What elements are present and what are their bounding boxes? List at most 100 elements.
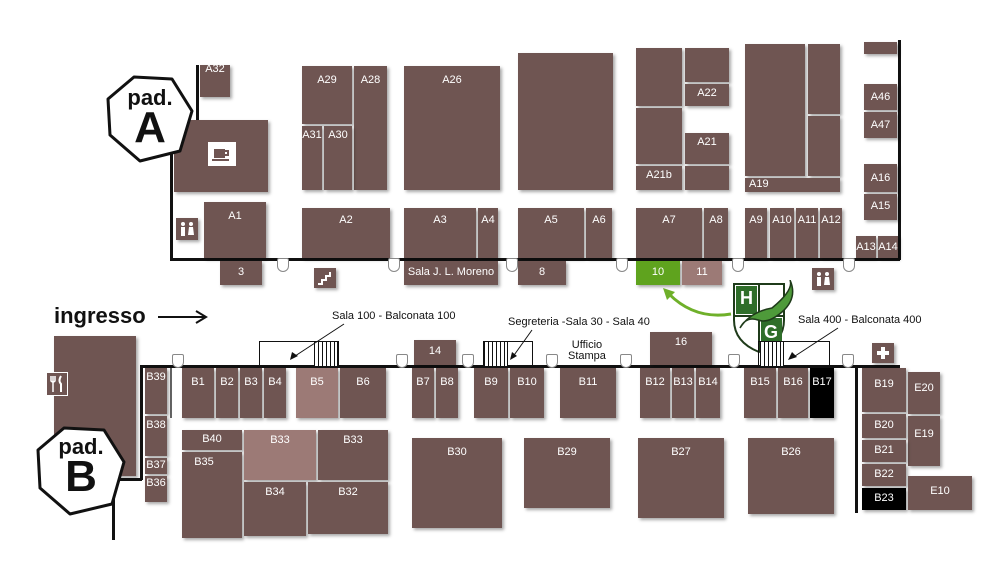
- stand-b36[interactable]: B36: [145, 476, 167, 502]
- stand-a3[interactable]: A3: [404, 208, 476, 258]
- stand-8[interactable]: 8: [518, 261, 566, 285]
- stand-b29[interactable]: B29: [524, 438, 610, 508]
- stand-b3[interactable]: B3: [240, 368, 262, 418]
- stand-b37[interactable]: B37: [145, 458, 167, 474]
- stand-b9[interactable]: B9: [474, 368, 508, 418]
- stand-b35[interactable]: B35: [182, 452, 242, 538]
- restaurant-icon: [46, 372, 68, 396]
- stand-a29[interactable]: A29: [302, 66, 352, 124]
- stand-b6[interactable]: B6: [340, 368, 386, 418]
- stand-e19[interactable]: E19: [908, 416, 940, 466]
- door-icon: [843, 258, 855, 272]
- stand-b33-left[interactable]: B33: [244, 430, 316, 480]
- stand-b34[interactable]: B34: [244, 482, 306, 536]
- stand-a19-upper[interactable]: [745, 44, 805, 176]
- stand-a31[interactable]: A31: [302, 126, 322, 190]
- stand-a14[interactable]: A14: [878, 236, 898, 258]
- stand-a19-upper-right[interactable]: [808, 44, 840, 114]
- stand-b10[interactable]: B10: [510, 368, 544, 418]
- door-icon: [728, 354, 740, 368]
- sala-400-label: Sala 400 - Balconata 400: [798, 314, 922, 326]
- sala-moreno[interactable]: Sala J. L. Moreno: [404, 261, 498, 285]
- stand-b33-right[interactable]: B33: [318, 430, 388, 480]
- stand-a21[interactable]: A21: [685, 133, 729, 164]
- stand-a21b[interactable]: A21b: [636, 166, 682, 190]
- door-icon: [620, 354, 632, 368]
- stand-a4[interactable]: A4: [478, 208, 498, 258]
- pad-b-letter: B: [65, 452, 97, 501]
- stand-b11[interactable]: B11: [560, 368, 616, 418]
- stand-a5[interactable]: A5: [518, 208, 584, 258]
- stand-a-block-2[interactable]: [685, 48, 729, 82]
- door-icon: [388, 258, 400, 272]
- stand-a8[interactable]: A8: [704, 208, 728, 258]
- stand-a22[interactable]: A22: [685, 84, 729, 106]
- stand-b40[interactable]: B40: [182, 430, 242, 450]
- stand-a1[interactable]: A1: [204, 202, 266, 258]
- stand-a-top-right[interactable]: [864, 42, 897, 54]
- stand-b26[interactable]: B26: [748, 438, 834, 514]
- stand-a16[interactable]: A16: [864, 164, 897, 192]
- stand-b32[interactable]: B32: [308, 482, 388, 534]
- stand-b22[interactable]: B22: [862, 464, 906, 486]
- stand-a-block-large[interactable]: [636, 48, 682, 106]
- stand-a32[interactable]: A32: [200, 63, 230, 97]
- stand-b38[interactable]: B38: [145, 416, 167, 456]
- segreteria-outline: [483, 341, 533, 366]
- stand-b39[interactable]: B39: [145, 368, 167, 414]
- stand-a30[interactable]: A30: [324, 126, 352, 190]
- stand-a-block-3[interactable]: [636, 108, 682, 164]
- logo-letter-g: G: [764, 322, 779, 342]
- stand-a15[interactable]: A15: [864, 194, 897, 220]
- stand-10[interactable]: 10: [636, 261, 680, 285]
- stand-a12[interactable]: A12: [820, 208, 842, 258]
- stand-a26[interactable]: A26: [404, 66, 500, 190]
- stand-b19[interactable]: B19: [862, 368, 906, 412]
- pad-b-wall-left: [140, 365, 143, 480]
- pad-b-label: pad.: [58, 434, 104, 459]
- stand-a13[interactable]: A13: [856, 236, 876, 258]
- stand-b21[interactable]: B21: [862, 440, 906, 462]
- stand-b30[interactable]: B30: [412, 438, 502, 528]
- stand-a6[interactable]: A6: [586, 208, 612, 258]
- stand-a-block-4[interactable]: [685, 166, 729, 190]
- stand-b5[interactable]: B5: [296, 368, 338, 418]
- stand-b12[interactable]: B12: [640, 368, 670, 418]
- stand-16[interactable]: 16: [650, 332, 712, 365]
- pointer-line: [290, 323, 345, 360]
- stand-b1[interactable]: B1: [182, 368, 214, 418]
- stand-b2[interactable]: B2: [216, 368, 238, 418]
- stand-a19[interactable]: A19: [745, 178, 840, 192]
- stand-b16[interactable]: B16: [778, 368, 808, 418]
- stand-a7[interactable]: A7: [636, 208, 702, 258]
- stand-a11[interactable]: A11: [796, 208, 818, 258]
- stand-14[interactable]: 14: [414, 340, 456, 365]
- stand-b17[interactable]: B17: [810, 368, 834, 418]
- stand-e10[interactable]: E10: [908, 476, 972, 510]
- stand-a47[interactable]: A47: [864, 112, 897, 138]
- stand-11[interactable]: 11: [682, 261, 722, 285]
- stairs-icon: [484, 341, 508, 367]
- stand-b15[interactable]: B15: [744, 368, 776, 418]
- stand-b20[interactable]: B20: [862, 414, 906, 438]
- stand-b27[interactable]: B27: [638, 438, 724, 518]
- sala-100-outline: [259, 341, 339, 366]
- stand-e20[interactable]: E20: [908, 372, 940, 414]
- ingresso-label: ingresso: [54, 303, 146, 328]
- stand-b4[interactable]: B4: [264, 368, 286, 418]
- stand-a46[interactable]: A46: [864, 84, 897, 110]
- stand-b8[interactable]: B8: [436, 368, 458, 418]
- stand-a19-mid[interactable]: [808, 116, 840, 176]
- stand-b13[interactable]: B13: [672, 368, 694, 418]
- stand-b23[interactable]: B23: [862, 488, 906, 510]
- stand-b14[interactable]: B14: [696, 368, 720, 418]
- stand-a2[interactable]: A2: [302, 208, 390, 258]
- stand-block-a-center[interactable]: [518, 53, 613, 190]
- stand-3[interactable]: 3: [220, 261, 262, 285]
- stand-a28[interactable]: A28: [354, 66, 387, 190]
- stand-a9[interactable]: A9: [745, 208, 767, 258]
- pad-a-wall-right: [898, 40, 901, 260]
- pad-b-wall-top: [140, 365, 900, 368]
- stand-b7[interactable]: B7: [412, 368, 434, 418]
- stand-a10[interactable]: A10: [770, 208, 794, 258]
